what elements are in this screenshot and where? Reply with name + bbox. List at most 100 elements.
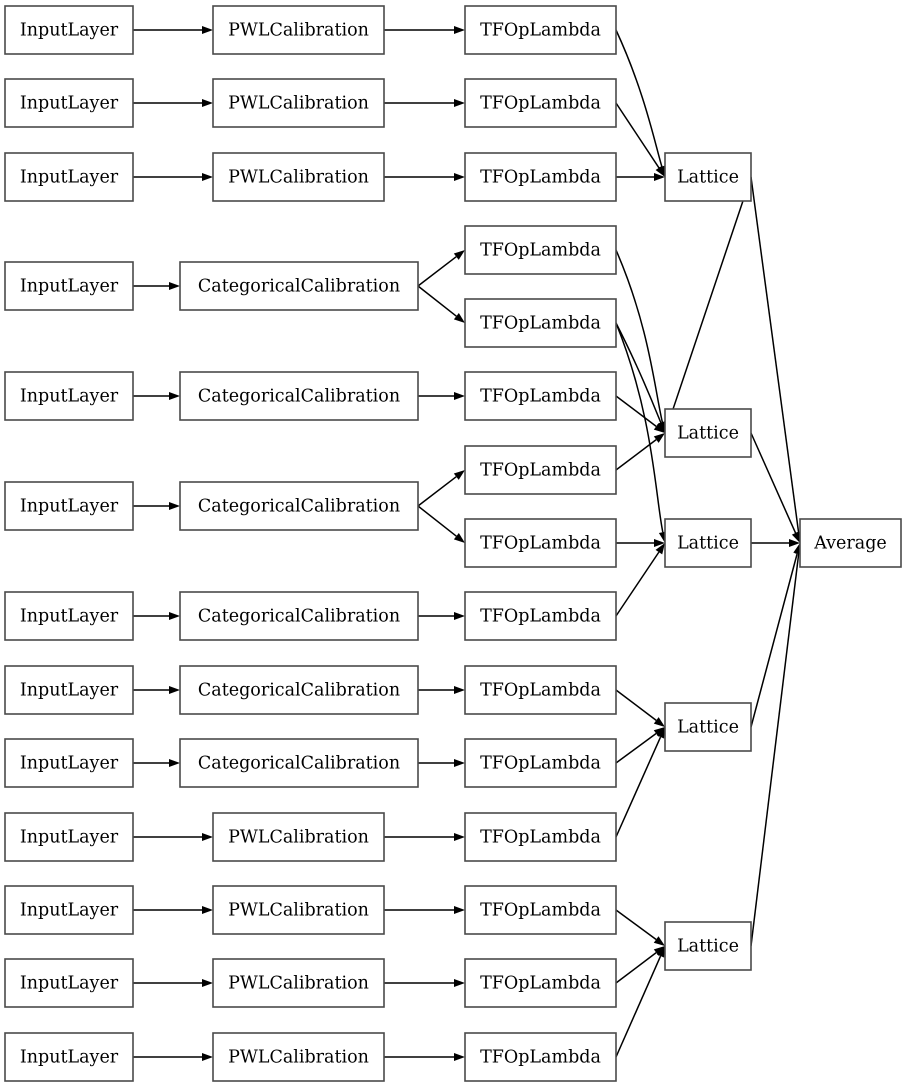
node-tfop-lambda-op13[interactable]: TFOpLambda xyxy=(464,885,617,935)
arrowhead-icon xyxy=(453,533,465,543)
node-box[interactable] xyxy=(464,445,617,495)
node-box[interactable] xyxy=(4,738,134,788)
node-tfop-lambda-op12[interactable]: TFOpLambda xyxy=(464,812,617,862)
node-tfop-lambda-op8[interactable]: TFOpLambda xyxy=(464,518,617,568)
node-box[interactable] xyxy=(4,152,134,202)
node-input-layer-in12[interactable]: InputLayer xyxy=(4,958,134,1008)
node-pwlcalibration-cal11[interactable]: PWLCalibration xyxy=(212,885,385,935)
node-box[interactable] xyxy=(464,371,617,421)
node-box[interactable] xyxy=(799,518,902,568)
node-input-layer-in4[interactable]: InputLayer xyxy=(4,261,134,311)
node-input-layer-in6[interactable]: InputLayer xyxy=(4,481,134,531)
node-categorical-calibration-cal4[interactable]: CategoricalCalibration xyxy=(179,261,419,311)
node-box[interactable] xyxy=(464,5,617,55)
node-box[interactable] xyxy=(212,958,385,1008)
node-box[interactable] xyxy=(464,152,617,202)
node-lattice-lat4[interactable]: Lattice xyxy=(664,702,752,752)
node-box[interactable] xyxy=(4,665,134,715)
node-pwlcalibration-cal3[interactable]: PWLCalibration xyxy=(212,152,385,202)
node-box[interactable] xyxy=(4,885,134,935)
node-input-layer-in13[interactable]: InputLayer xyxy=(4,1032,134,1082)
node-categorical-calibration-cal7[interactable]: CategoricalCalibration xyxy=(179,591,419,641)
node-tfop-lambda-op4[interactable]: TFOpLambda xyxy=(464,225,617,275)
node-box[interactable] xyxy=(464,665,617,715)
node-box[interactable] xyxy=(179,371,419,421)
node-box[interactable] xyxy=(464,738,617,788)
node-box[interactable] xyxy=(664,408,752,458)
node-box[interactable] xyxy=(179,481,419,531)
node-box[interactable] xyxy=(212,5,385,55)
node-box[interactable] xyxy=(4,5,134,55)
node-box[interactable] xyxy=(664,152,752,202)
node-box[interactable] xyxy=(4,481,134,531)
node-box[interactable] xyxy=(212,152,385,202)
node-box[interactable] xyxy=(4,371,134,421)
node-input-layer-in9[interactable]: InputLayer xyxy=(4,738,134,788)
node-tfop-lambda-op9[interactable]: TFOpLambda xyxy=(464,591,617,641)
node-input-layer-in10[interactable]: InputLayer xyxy=(4,812,134,862)
node-box[interactable] xyxy=(4,591,134,641)
node-box[interactable] xyxy=(4,1032,134,1082)
node-tfop-lambda-op1[interactable]: TFOpLambda xyxy=(464,5,617,55)
node-box[interactable] xyxy=(179,738,419,788)
node-categorical-calibration-cal9[interactable]: CategoricalCalibration xyxy=(179,738,419,788)
node-tfop-lambda-op3[interactable]: TFOpLambda xyxy=(464,152,617,202)
node-categorical-calibration-cal5[interactable]: CategoricalCalibration xyxy=(179,371,419,421)
node-box[interactable] xyxy=(664,921,752,971)
node-input-layer-in8[interactable]: InputLayer xyxy=(4,665,134,715)
node-tfop-lambda-op6[interactable]: TFOpLambda xyxy=(464,371,617,421)
node-box[interactable] xyxy=(464,812,617,862)
node-box[interactable] xyxy=(212,1032,385,1082)
node-input-layer-in3[interactable]: InputLayer xyxy=(4,152,134,202)
node-box[interactable] xyxy=(464,1032,617,1082)
node-lattice-lat2[interactable]: Lattice xyxy=(664,408,752,458)
node-input-layer-in5[interactable]: InputLayer xyxy=(4,371,134,421)
node-box[interactable] xyxy=(664,518,752,568)
node-box[interactable] xyxy=(464,885,617,935)
node-box[interactable] xyxy=(464,958,617,1008)
node-box[interactable] xyxy=(464,225,617,275)
node-input-layer-in2[interactable]: InputLayer xyxy=(4,78,134,128)
node-box[interactable] xyxy=(464,298,617,348)
node-box[interactable] xyxy=(212,885,385,935)
arrowhead-icon xyxy=(454,1053,465,1061)
node-box[interactable] xyxy=(179,665,419,715)
node-pwlcalibration-cal12[interactable]: PWLCalibration xyxy=(212,958,385,1008)
node-box[interactable] xyxy=(464,518,617,568)
node-categorical-calibration-cal6[interactable]: CategoricalCalibration xyxy=(179,481,419,531)
edge-op12-to-lat4 xyxy=(615,736,662,838)
node-tfop-lambda-op14[interactable]: TFOpLambda xyxy=(464,958,617,1008)
node-lattice-lat3[interactable]: Lattice xyxy=(664,518,752,568)
node-box[interactable] xyxy=(464,591,617,641)
node-tfop-lambda-op11[interactable]: TFOpLambda xyxy=(464,738,617,788)
node-box[interactable] xyxy=(664,702,752,752)
node-box[interactable] xyxy=(179,261,419,311)
arrowhead-icon xyxy=(169,282,180,290)
node-input-layer-in11[interactable]: InputLayer xyxy=(4,885,134,935)
node-pwlcalibration-cal2[interactable]: PWLCalibration xyxy=(212,78,385,128)
edge-lat5-to-avg xyxy=(750,553,800,947)
node-box[interactable] xyxy=(4,78,134,128)
node-input-layer-in7[interactable]: InputLayer xyxy=(4,591,134,641)
node-input-layer-in1[interactable]: InputLayer xyxy=(4,5,134,55)
node-tfop-lambda-op7[interactable]: TFOpLambda xyxy=(464,445,617,495)
node-tfop-lambda-op2[interactable]: TFOpLambda xyxy=(464,78,617,128)
node-average-avg[interactable]: Average xyxy=(799,518,902,568)
node-lattice-lat5[interactable]: Lattice xyxy=(664,921,752,971)
node-tfop-lambda-op15[interactable]: TFOpLambda xyxy=(464,1032,617,1082)
node-box[interactable] xyxy=(179,591,419,641)
node-box[interactable] xyxy=(212,812,385,862)
node-tfop-lambda-op10[interactable]: TFOpLambda xyxy=(464,665,617,715)
node-pwlcalibration-cal1[interactable]: PWLCalibration xyxy=(212,5,385,55)
node-pwlcalibration-cal10[interactable]: PWLCalibration xyxy=(212,812,385,862)
node-box[interactable] xyxy=(4,812,134,862)
node-tfop-lambda-op5[interactable]: TFOpLambda xyxy=(464,298,617,348)
node-box[interactable] xyxy=(4,261,134,311)
node-box[interactable] xyxy=(4,958,134,1008)
edge-op14-to-lat5 xyxy=(615,952,657,984)
node-lattice-lat1[interactable]: Lattice xyxy=(664,152,752,202)
node-pwlcalibration-cal13[interactable]: PWLCalibration xyxy=(212,1032,385,1082)
node-box[interactable] xyxy=(464,78,617,128)
node-box[interactable] xyxy=(212,78,385,128)
node-categorical-calibration-cal8[interactable]: CategoricalCalibration xyxy=(179,665,419,715)
